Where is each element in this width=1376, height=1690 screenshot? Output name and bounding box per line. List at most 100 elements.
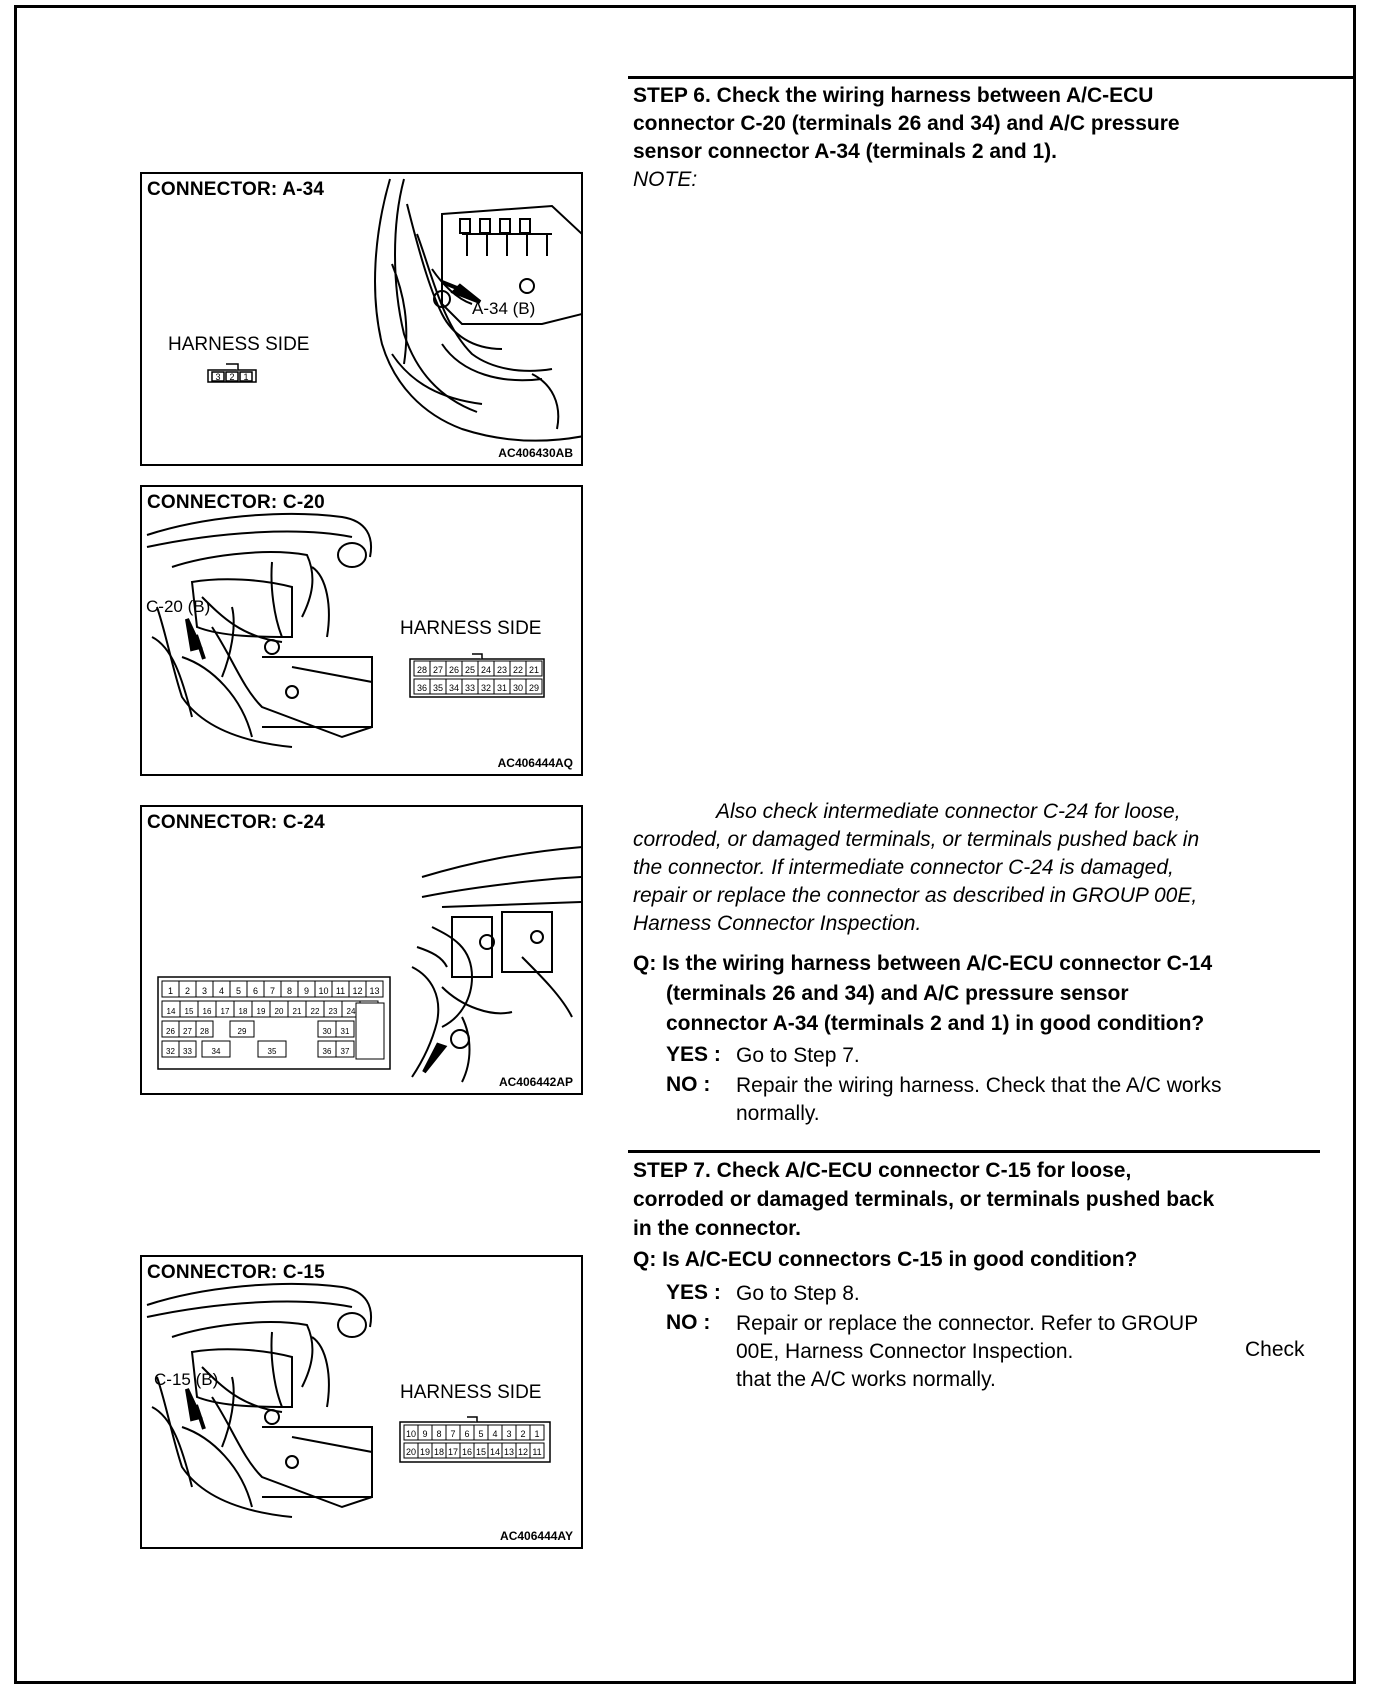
- pin-cell: [335, 1020, 355, 1038]
- pin-label: 30: [513, 683, 523, 693]
- pin-label: 34: [212, 1047, 221, 1056]
- figure-code: AC406444AY: [500, 1529, 573, 1543]
- figure-title: CONNECTOR: A-34: [147, 179, 325, 200]
- pin-label: 31: [497, 683, 507, 693]
- pin-label: 11: [532, 1447, 541, 1457]
- figure-code: AC406444AQ: [497, 756, 573, 770]
- pin-label: 3: [215, 372, 220, 382]
- pin-label: 7: [450, 1429, 455, 1439]
- pin-label: 26: [449, 665, 459, 675]
- pin-label: 33: [183, 1047, 192, 1056]
- pin-cell: [525, 660, 543, 677]
- pin-label: 1: [168, 986, 173, 996]
- step7-heading-line3: in the connector.: [633, 1217, 802, 1240]
- pin-label: 20: [406, 1447, 416, 1457]
- connector-callout: C-15 (B): [154, 1370, 218, 1389]
- pin-label: 22: [513, 665, 523, 675]
- pin-cell: [365, 980, 384, 998]
- pin-label: 30: [323, 1027, 332, 1036]
- pin-cell: [335, 1040, 355, 1058]
- pin-label: 20: [275, 1007, 284, 1016]
- pin-cell: [201, 1040, 231, 1058]
- pin-label: 21: [529, 665, 539, 675]
- pin-label: 36: [417, 683, 427, 693]
- pin-label: 14: [167, 1007, 176, 1016]
- pin-label: 11: [336, 986, 345, 996]
- pin-label: 18: [239, 1007, 248, 1016]
- step6-question-line2: (terminals 26 and 34) and A/C pressure s…: [666, 982, 1129, 1005]
- pin-label: 29: [529, 683, 539, 693]
- figure-code: AC406430AB: [498, 446, 573, 460]
- pin-cell: [529, 1442, 545, 1459]
- pin-label: 6: [464, 1429, 469, 1439]
- connector-callout: A-34 (B): [472, 299, 535, 318]
- pin-label: 24: [481, 665, 491, 675]
- step6-note-line4: repair or replace the connector as descr…: [633, 884, 1198, 907]
- pin-label: 1: [243, 372, 248, 382]
- step6-no-value-line2: normally.: [736, 1102, 820, 1125]
- pin-label: 26: [166, 1027, 175, 1036]
- step7-heading-line1: STEP 7. Check A/C-ECU connector C-15 for…: [633, 1159, 1132, 1182]
- step7-no-value-line1: Repair or replace the connector. Refer t…: [736, 1312, 1199, 1335]
- pin-label: 18: [434, 1447, 444, 1457]
- pin-label: 5: [236, 986, 241, 996]
- step6-note-line2: corroded, or damaged terminals, or termi…: [633, 828, 1200, 851]
- pin-label: 3: [202, 986, 207, 996]
- pin-label: 6: [253, 986, 258, 996]
- step6-yes-value: Go to Step 7.: [736, 1044, 860, 1067]
- pin-label: 16: [462, 1447, 472, 1457]
- pin-label: 8: [436, 1429, 441, 1439]
- pin-cell: [529, 1424, 545, 1441]
- pin-label: 5: [478, 1429, 483, 1439]
- figure-connector-a34: CONNECTOR: A-34 HARNESS SIDE A-34 (B): [140, 172, 583, 466]
- pin-label: 2: [185, 986, 190, 996]
- step7-no-key: NO :: [666, 1311, 711, 1334]
- pin-label: 28: [200, 1027, 209, 1036]
- step6-note-line5: Harness Connector Inspection.: [633, 912, 922, 935]
- pin-label: 19: [257, 1007, 266, 1016]
- step7-no-value-line3: that the A/C works normally.: [736, 1368, 996, 1391]
- figure-title: CONNECTOR: C-15: [147, 1262, 325, 1283]
- pin-label: 17: [448, 1447, 458, 1457]
- pin-label: 23: [497, 665, 507, 675]
- pin-label: 35: [433, 683, 443, 693]
- pin-cell-large: [355, 1002, 385, 1060]
- pin-label: 22: [311, 1007, 320, 1016]
- pin-label: 9: [422, 1429, 427, 1439]
- step6-question-line1: Q: Is the wiring harness between A/C-ECU…: [633, 952, 1213, 975]
- step6-note-label: NOTE:: [633, 168, 698, 191]
- figure-title: CONNECTOR: C-24: [147, 812, 325, 833]
- harness-side-label: HARNESS SIDE: [400, 618, 542, 639]
- step6-yes-key: YES :: [666, 1043, 721, 1066]
- pin-label: 24: [347, 1007, 356, 1016]
- pin-label: 16: [203, 1007, 212, 1016]
- step6-note-line1: Also check intermediate connector C-24 f…: [716, 800, 1181, 823]
- figure-code: AC406442AP: [498, 1075, 573, 1089]
- step6-no-key: NO :: [666, 1073, 711, 1096]
- step7-no-value-line2: 00E, Harness Connector Inspection.: [736, 1340, 1074, 1363]
- pin-label: 36: [323, 1047, 332, 1056]
- pin-label: 10: [318, 986, 328, 996]
- pin-label: 29: [238, 1027, 247, 1036]
- pin-label: 13: [369, 986, 379, 996]
- pin-cell: [229, 1020, 255, 1038]
- step7-yes-value: Go to Step 8.: [736, 1282, 860, 1305]
- step6-question-line3: connector A-34 (terminals 2 and 1) in go…: [666, 1012, 1205, 1035]
- step7-yes-key: YES :: [666, 1281, 721, 1304]
- engine-bay-illustration: A-34 (B) 3 2 1: [207, 178, 581, 442]
- harness-side-label: HARNESS SIDE: [400, 1382, 542, 1403]
- pin-label: 4: [492, 1429, 497, 1439]
- pin-cell: [195, 1020, 214, 1038]
- connector-callout: C-20 (B): [146, 597, 210, 616]
- step7-no-value-check: Check: [1245, 1338, 1305, 1361]
- pin-label: 31: [341, 1027, 350, 1036]
- pin-label: 37: [341, 1047, 350, 1056]
- pin-label: 3: [506, 1429, 511, 1439]
- harness-side-label: HARNESS SIDE: [168, 334, 310, 355]
- pin-label: 12: [352, 986, 362, 996]
- page-border: [14, 5, 1356, 1684]
- pin-label: 32: [481, 683, 491, 693]
